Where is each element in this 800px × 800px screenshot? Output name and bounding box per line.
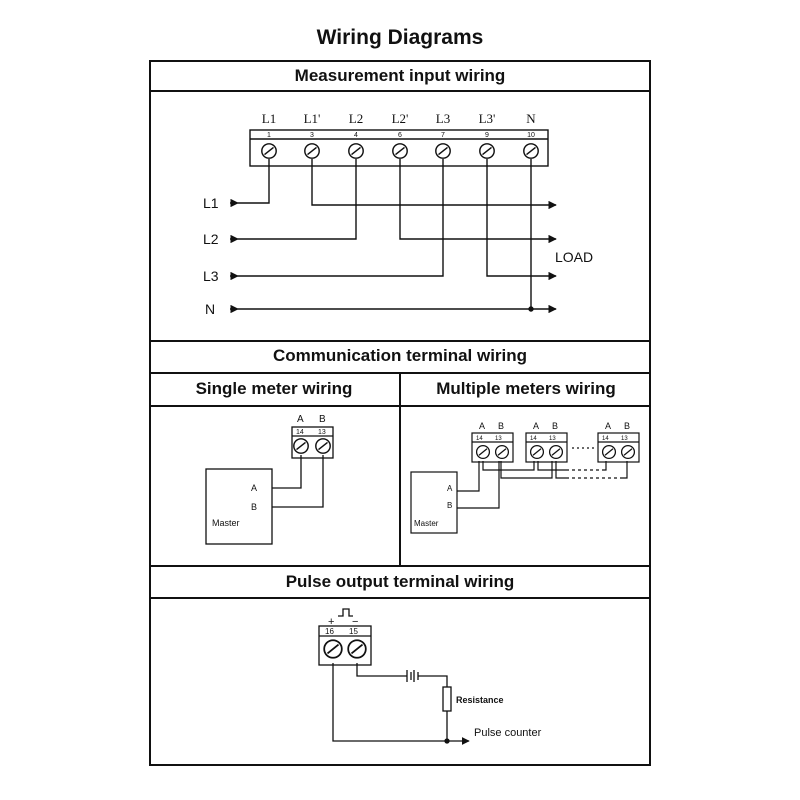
terminal-screw-icon [392,143,408,159]
single-master-label: Master [212,518,240,528]
measurement-heading: Measurement input wiring [294,66,506,85]
terminal-label-a: A [605,421,611,431]
terminal-number: 1 [267,132,271,139]
terminal-screw-icon [548,444,564,460]
measurement-wires [230,159,557,314]
terminal-label: L3' [479,111,496,126]
terminal-screw-icon [261,143,277,159]
pulse-plus: + [328,616,334,628]
terminal-label-a: A [533,421,539,431]
pulse-counter-label: Pulse counter [474,727,542,739]
multi-master-pin-b: B [447,501,452,510]
pulse-terminal-16: 16 [325,627,334,636]
terminal-number: 9 [485,132,489,139]
single-meter-heading: Single meter wiring [195,379,353,398]
terminal-screw-icon [494,444,510,460]
terminal-label: L2' [392,111,409,126]
resistance-label: Resistance [456,695,504,705]
terminal-label-b: B [624,421,630,431]
terminal-label: L3 [436,111,450,126]
page-title: Wiring Diagrams [316,26,484,49]
terminal-screw-icon [479,143,495,159]
measurement-terminal-numbers: 1 3 4 6 7 9 10 [267,132,535,139]
measurement-terminal-labels: L1 L1' L2 L2' L3 L3' N [262,111,537,126]
terminal-screw-icon [348,143,364,159]
divider [149,597,651,599]
terminal-label: L1' [304,111,321,126]
terminal-screw-icon [475,444,491,460]
terminal-screw-icon [304,143,320,159]
pulse-heading: Pulse output terminal wiring [285,572,515,591]
terminal-screw-icon [523,143,539,159]
single-label-a: A [297,414,304,425]
terminal-screw-icon [620,444,636,460]
multi-master-pin-a: A [447,484,453,493]
terminal-label-b: B [498,421,504,431]
terminal-screw-icon [529,444,545,460]
divider [149,565,651,567]
terminal-number: 3 [310,132,314,139]
terminal-screw-icon [347,639,367,659]
terminal-number: 13 [621,436,628,442]
terminal-screw-icon [315,438,331,454]
terminal-number: 14 [476,436,483,442]
single-terminal-14: 14 [296,429,304,436]
terminal-label: L1 [262,111,276,126]
input-label-n: N [205,301,215,317]
terminal-screw-icon [323,639,343,659]
diagram-frame [149,60,651,766]
communication-heading: Communication terminal wiring [272,346,528,365]
terminal-number: 13 [495,436,502,442]
single-label-b: B [319,414,326,425]
column-divider [399,372,401,566]
multi-master-label: Master [414,519,439,528]
terminal-screw-icon [601,444,617,460]
terminal-label-a: A [479,421,485,431]
load-label: LOAD [555,249,593,265]
terminal-number: 14 [530,436,537,442]
terminal-label: N [526,111,536,126]
single-terminal-13: 13 [318,429,326,436]
terminal-screw-icon [293,438,309,454]
terminal-number: 14 [602,436,609,442]
terminal-number: 6 [398,132,402,139]
multiple-meters-heading: Multiple meters wiring [436,379,616,398]
divider [149,340,651,342]
multiple-meter-terminals: A B 14 13 A B 14 13 A B 14 13 [475,421,636,460]
single-master-pin-b: B [251,502,257,512]
terminal-screw-icon [435,143,451,159]
terminal-number: 7 [441,132,445,139]
input-label-l3: L3 [203,268,219,284]
pulse-diagram [318,608,470,745]
input-label-l1: L1 [203,195,219,211]
input-label-l2: L2 [203,231,219,247]
measurement-diagram [249,129,549,167]
single-master-pin-a: A [251,483,257,493]
terminal-number: 13 [549,436,556,442]
pulse-minus: − [352,616,358,628]
pulse-terminal-15: 15 [349,627,358,636]
terminal-number: 10 [527,132,535,139]
terminal-number: 4 [354,132,358,139]
divider [149,90,651,92]
terminal-label-b: B [552,421,558,431]
terminal-label: L2 [349,111,363,126]
